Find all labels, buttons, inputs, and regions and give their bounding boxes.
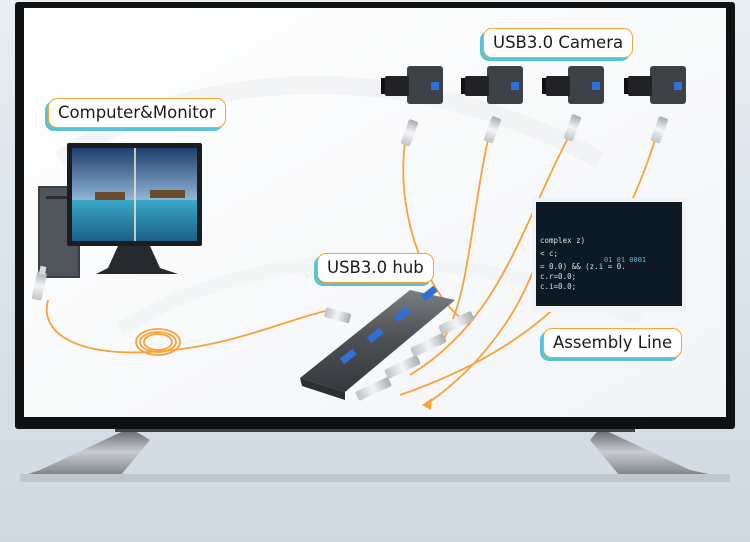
computer-monitor-label: Computer&Monitor [48,98,226,128]
code-line: c.r=0.0; [540,272,576,281]
usb-plug-icon [31,114,669,324]
code-line: complex z) [540,236,585,245]
code-line: < c; [540,249,558,258]
usb-camera-label: USB3.0 Camera [483,28,634,58]
code-line: = 0.0) && (z.i = 0. [540,262,626,271]
usb-hub-icon [300,285,475,401]
code-line: c.i=0.0; [540,282,576,291]
arrow-left-icon [422,398,432,410]
code-digits: 01 01 0001 [604,256,646,264]
camera-icon [381,66,686,104]
usb-hub-label: USB3.0 hub [317,253,434,283]
assembly-line-label: Assembly Line [543,328,683,358]
monitor-icon [67,143,202,274]
assembly-line-screen: complex z) < c; = 0.0) && (z.i = 0. c.r=… [532,198,686,312]
cables [45,137,656,406]
